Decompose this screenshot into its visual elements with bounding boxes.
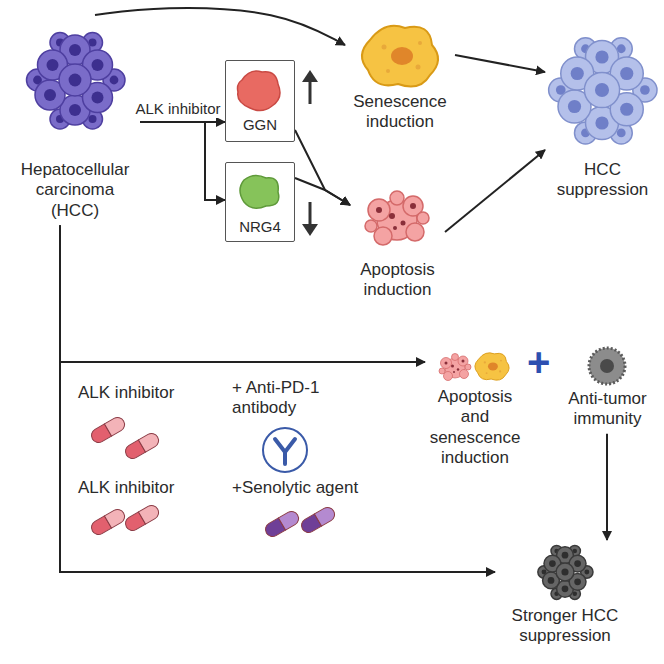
stronger-suppressed-cluster: [538, 545, 593, 599]
stage-node: Stronger HCC suppression: [495, 540, 635, 651]
pill-half: [139, 503, 162, 524]
nucleus: [562, 585, 569, 592]
nucleus: [110, 76, 119, 85]
nucleus: [69, 104, 81, 116]
apoptotic-cell-small: [439, 354, 471, 381]
stage-node: HCC suppression: [545, 10, 660, 205]
pill: [263, 509, 301, 539]
nucleus: [584, 570, 589, 575]
pill: [123, 431, 161, 461]
node-label: NRG4: [230, 218, 290, 236]
pill: [299, 505, 337, 535]
node-label: Hepatocellular carcinoma (HCC): [14, 160, 136, 221]
pill-half: [105, 415, 128, 436]
arrow-connector: [606, 434, 608, 540]
nucleus: [92, 59, 104, 71]
arrow-connector: [295, 130, 350, 205]
cell: [59, 64, 91, 96]
arrow-connector: [140, 122, 225, 200]
down-arrow: [302, 202, 318, 236]
arrow-connector: [445, 150, 545, 232]
arrow-connector: [295, 178, 350, 205]
treatment-label: +Senolytic agent: [232, 478, 358, 498]
nucleus: [69, 74, 82, 87]
node-label: GGN: [230, 116, 290, 134]
senescent-cell-small: [475, 353, 509, 380]
plus-sign: +: [527, 338, 550, 386]
nucleus: [568, 100, 581, 113]
edge-label: ALK inhibitor: [133, 100, 222, 118]
nucleus: [548, 577, 555, 584]
arrow-connector: [60, 225, 495, 572]
arrow-connector: [95, 8, 345, 45]
protein-box: GGN: [225, 60, 295, 142]
nrg4-protein: [240, 175, 279, 208]
nucleus: [561, 568, 568, 575]
pill-half: [315, 505, 338, 526]
nucleus: [640, 85, 650, 95]
nucleus: [574, 560, 581, 567]
nucleus: [617, 129, 626, 138]
node-label: Anti-tumor immunity: [559, 389, 656, 430]
suppressed-cluster: [549, 38, 657, 144]
immune-cell: [589, 348, 625, 384]
stage-node: Senescence induction: [345, 10, 455, 137]
up-arrow: [302, 70, 318, 104]
treatment-label: + Anti-PD-1 antibody: [232, 378, 342, 419]
pills: [89, 415, 337, 539]
treatment-label: ALK inhibitor: [78, 478, 174, 498]
node-label: Stronger HCC suppression: [499, 606, 631, 647]
pill-half: [105, 507, 128, 528]
cell-clusters: [27, 33, 658, 600]
nucleus: [620, 103, 633, 116]
pill: [89, 507, 127, 537]
nucleus: [595, 116, 608, 129]
pill-half: [279, 509, 302, 530]
stage-node: Apoptosis and senescence induction: [425, 345, 525, 473]
nucleus: [595, 83, 609, 97]
antibody-icon: [263, 428, 307, 472]
cell: [556, 563, 574, 581]
stage-node: Hepatocellular carcinoma (HCC): [10, 15, 140, 225]
pill: [89, 415, 127, 445]
nucleus: [89, 115, 97, 123]
stage-node: Apoptosis induction: [350, 175, 445, 305]
treatment-label: ALK inhibitor: [78, 383, 174, 403]
nucleus: [574, 578, 581, 585]
node-label: Apoptosis and senescence induction: [429, 387, 521, 469]
nucleus: [620, 67, 633, 80]
nucleus: [92, 92, 104, 104]
node-label: HCC suppression: [549, 160, 656, 201]
nucleus: [549, 560, 556, 567]
senescent-cell: [362, 26, 438, 87]
protein-box: NRG4: [225, 162, 295, 242]
arrow-connector: [455, 55, 545, 72]
node-label: Apoptosis induction: [354, 260, 441, 301]
nucleus: [562, 552, 569, 559]
stage-node: Anti-tumor immunity: [555, 345, 660, 434]
nucleus: [44, 89, 56, 101]
node-label: Senescence induction: [349, 92, 451, 133]
pill: [123, 503, 161, 533]
nucleus: [571, 67, 584, 80]
hcc-cluster: [27, 33, 126, 130]
ggn-protein: [238, 71, 281, 111]
nucleus: [69, 44, 81, 56]
nucleus: [595, 50, 608, 63]
nucleus: [47, 59, 59, 71]
apoptotic-cell: [365, 191, 429, 245]
cell: [584, 72, 619, 107]
pill-half: [139, 431, 162, 452]
